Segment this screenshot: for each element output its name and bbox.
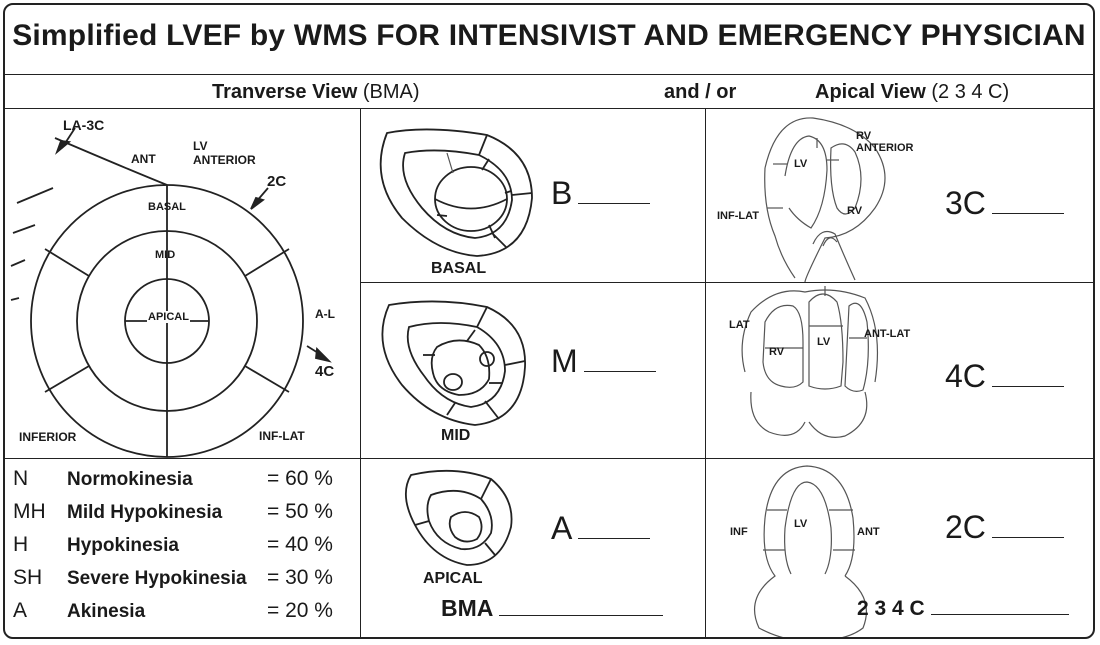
c3-score-field[interactable]: 3C xyxy=(945,185,1064,222)
c4-label-antlat: ANT-LAT xyxy=(864,328,911,340)
legend-code: A xyxy=(13,599,28,622)
c2-score-field[interactable]: 2C xyxy=(945,509,1064,546)
mid-score-field[interactable]: M xyxy=(551,343,656,380)
legend-value: = 20 % xyxy=(267,599,333,622)
legend-name: Severe Hypokinesia xyxy=(67,568,247,589)
c4-label-lat: LAT xyxy=(729,319,750,331)
bullseye-label-anterior: ANTERIOR xyxy=(193,153,256,167)
bma-label: BMA xyxy=(441,595,494,621)
subheader-divider xyxy=(5,108,1093,109)
apical-caption: APICAL xyxy=(423,570,483,587)
bullseye-label-la3c: LA-3C xyxy=(63,117,105,133)
apical-view-header: Apical View (2 3 4 C) xyxy=(815,81,1009,104)
apical-view-label: Apical View xyxy=(815,81,926,103)
title-divider xyxy=(5,74,1093,75)
c3-label-anterior: ANTERIOR xyxy=(856,142,914,154)
apical-4c-diagram xyxy=(741,286,879,438)
legend-value: = 50 % xyxy=(267,500,333,523)
apical-view-paren: (2 3 4 C) xyxy=(931,81,1010,103)
mid-caption: MID xyxy=(441,427,471,444)
row-divider-1 xyxy=(360,282,1093,283)
legend-name: Normokinesia xyxy=(67,469,193,490)
transverse-view-paren: (BMA) xyxy=(362,81,420,103)
basal-caption: BASAL xyxy=(431,260,487,277)
legend-name: Hypokinesia xyxy=(67,535,179,556)
c2-label-ant: ANT xyxy=(857,526,880,538)
c3-view-label: 3C xyxy=(945,185,986,221)
lvef-worksheet: Simplified LVEF by WMS FOR INTENSIVIST A… xyxy=(3,3,1095,639)
column-divider-2 xyxy=(705,108,706,637)
bullseye-label-lv: LV xyxy=(193,139,208,153)
c2-view-label: 2C xyxy=(945,509,986,545)
c3-label-lv: LV xyxy=(794,158,808,170)
bullseye-label-mid: MID xyxy=(155,249,176,261)
c3-label-rv: RV xyxy=(856,130,872,142)
apical-blank[interactable] xyxy=(578,538,651,539)
bullseye-label-basal: BASAL xyxy=(148,201,186,213)
apical-total-field[interactable]: 2 3 4 C xyxy=(857,597,1069,621)
apical-score-field[interactable]: A xyxy=(551,510,651,547)
basal-score-field[interactable]: B xyxy=(551,175,651,212)
and-or-label: and / or xyxy=(664,81,737,103)
apical-3c-diagram xyxy=(764,117,886,283)
apical-letter: A xyxy=(551,510,573,546)
legend-row-h: H Hypokinesia = 40 % xyxy=(13,533,358,559)
legend-value: = 30 % xyxy=(267,566,333,589)
basal-blank[interactable] xyxy=(578,203,651,204)
c4-score-field[interactable]: 4C xyxy=(945,358,1064,395)
c4-label-rv: RV xyxy=(769,346,785,358)
bullseye-label-2c: 2C xyxy=(267,173,287,190)
legend-value: = 60 % xyxy=(267,467,333,490)
apical-total-blank[interactable] xyxy=(930,614,1069,615)
mid-blank[interactable] xyxy=(583,371,656,372)
c3-label-rv2: RV xyxy=(847,205,863,217)
basal-letter: B xyxy=(551,175,573,211)
apical-2c-diagram xyxy=(753,465,867,637)
c4-view-label: 4C xyxy=(945,358,986,394)
mid-short-axis-diagram xyxy=(381,300,526,426)
page-title: Simplified LVEF by WMS FOR INTENSIVIST A… xyxy=(12,19,1086,52)
bullseye-label-al: A-L xyxy=(315,307,335,321)
legend-code: H xyxy=(13,533,29,556)
bullseye-label-inflat: INF-LAT xyxy=(259,429,305,443)
basal-short-axis-diagram xyxy=(379,128,533,257)
legend-row-mh: MH Mild Hypokinesia = 50 % xyxy=(13,500,358,526)
c2-blank[interactable] xyxy=(991,537,1064,538)
c4-blank[interactable] xyxy=(991,386,1064,387)
bullseye-label-apical: APICAL xyxy=(147,311,190,323)
bullseye-label-inferior: INFERIOR xyxy=(19,430,77,444)
legend-name: Mild Hypokinesia xyxy=(67,502,223,523)
column-divider-1 xyxy=(360,108,361,637)
apical-short-axis-diagram xyxy=(405,469,513,566)
legend-code: N xyxy=(13,467,29,490)
c4-label-lv: LV xyxy=(817,336,831,348)
legend-row-n: N Normokinesia = 60 % xyxy=(13,467,358,493)
bma-blank[interactable] xyxy=(499,615,664,616)
mid-letter: M xyxy=(551,343,578,379)
transverse-view-label: Tranverse View xyxy=(212,81,358,103)
c3-blank[interactable] xyxy=(991,213,1064,214)
legend-name: Akinesia xyxy=(67,601,146,622)
legend-divider-left xyxy=(5,458,1093,459)
bullseye-diagram xyxy=(10,127,332,458)
bma-total-field[interactable]: BMA xyxy=(441,595,664,622)
legend-code: SH xyxy=(13,566,43,589)
c2-label-inf: INF xyxy=(730,526,748,538)
legend-value: = 40 % xyxy=(267,533,333,556)
bullseye-label-4c: 4C xyxy=(315,363,335,380)
legend-code: MH xyxy=(13,500,46,523)
transverse-view-header: Tranverse View (BMA) xyxy=(212,81,420,104)
legend-row-a: A Akinesia = 20 % xyxy=(13,599,358,625)
legend-row-sh: SH Severe Hypokinesia = 30 % xyxy=(13,566,358,592)
c2-label-lv: LV xyxy=(794,518,808,530)
apical-total-label: 2 3 4 C xyxy=(857,597,925,620)
c3-label-inflat: INF-LAT xyxy=(717,210,759,222)
bullseye-label-ant: ANT xyxy=(131,152,156,166)
